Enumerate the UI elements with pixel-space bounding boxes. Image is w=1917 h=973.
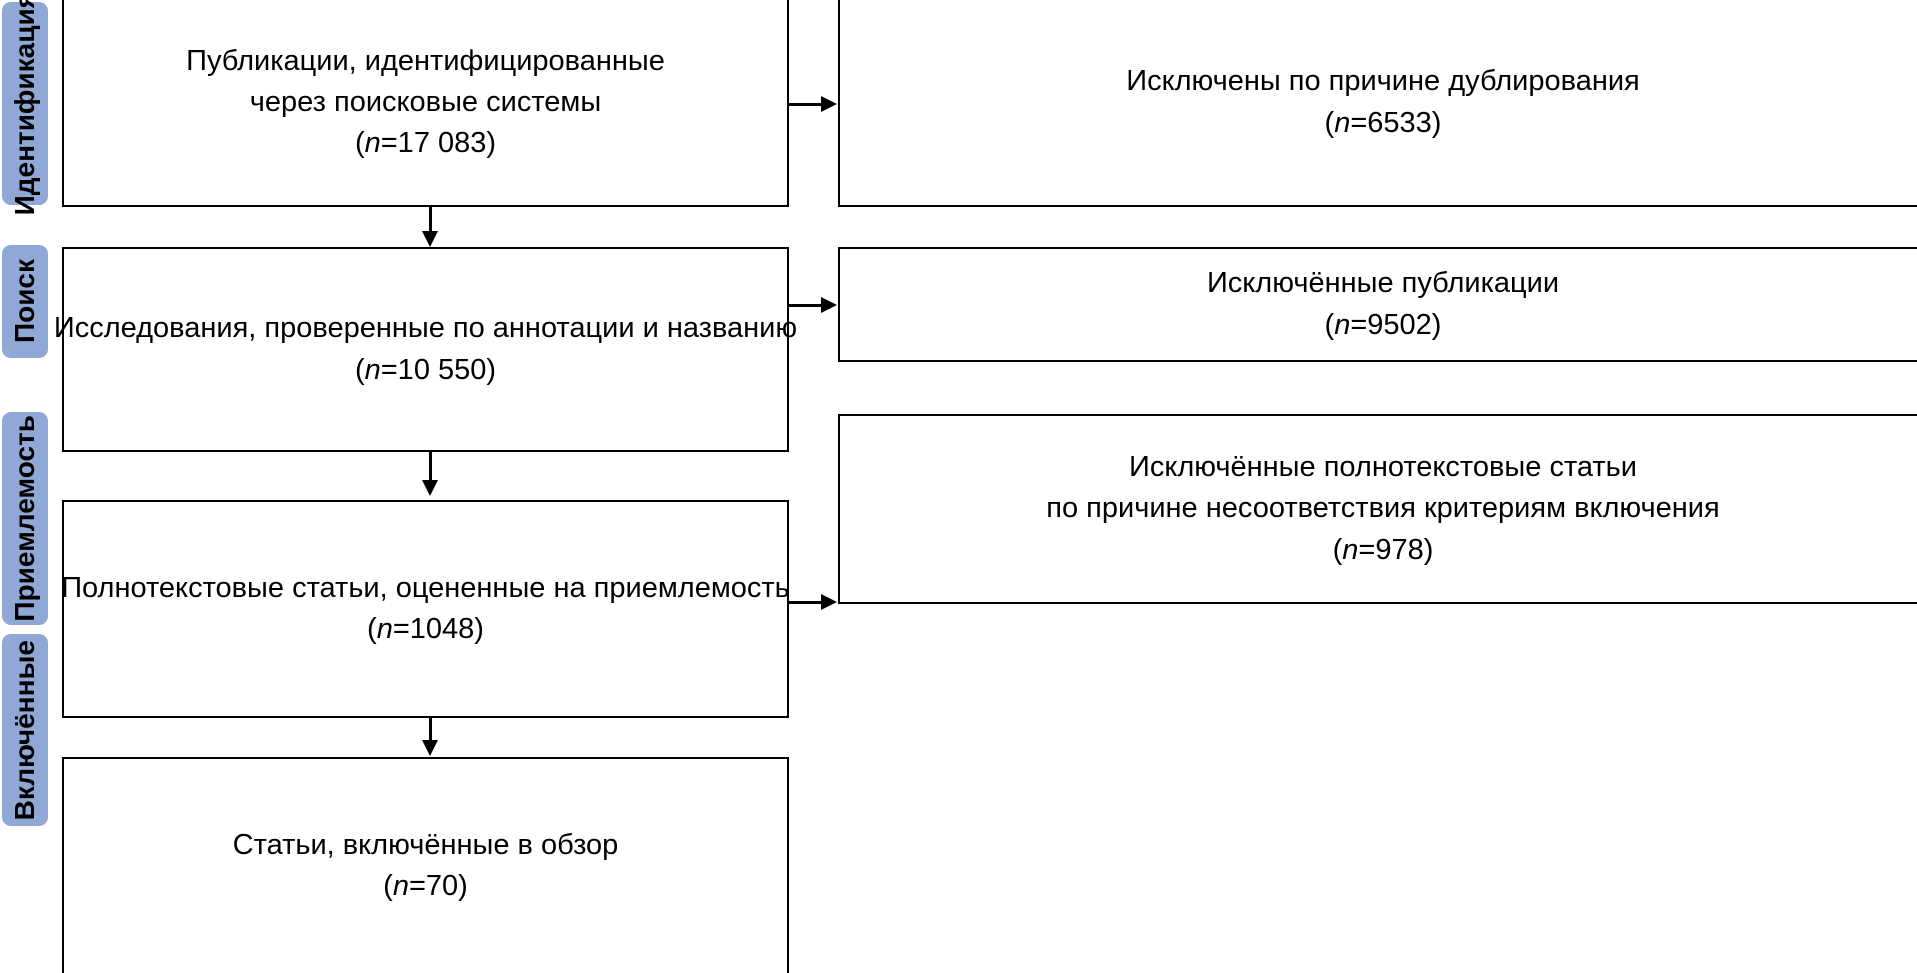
box-identification-main-line1: Публикации, идентифицированные xyxy=(186,44,665,77)
box-included-main: Статьи, включённые в обзор (n=70) xyxy=(62,757,789,973)
box-screening-excluded-line1: Исключённые публикации xyxy=(1206,267,1560,300)
box-screening-main-line1: Исследования, проверенные по аннотации и… xyxy=(53,312,798,345)
box-screening-excluded-count: (n=9502) xyxy=(1324,308,1442,341)
arrowhead-screening-to-eligibility xyxy=(422,480,438,496)
stage-label-identification: Идентификация xyxy=(2,0,48,215)
box-identification-excluded-line1: Исключены по причине дублирования xyxy=(1126,65,1640,98)
stage-label-eligibility-text: Приемлемость xyxy=(9,415,40,622)
arrowhead-eligibility-to-included xyxy=(422,740,438,756)
connector-identification-to-screening xyxy=(429,207,432,231)
stage-label-identification-text: Идентификация xyxy=(9,0,40,216)
box-eligibility-excluded-count: (n=978) xyxy=(1332,533,1434,566)
arrowhead-identification-to-screening xyxy=(422,231,438,247)
arrowhead-screening-to-excluded xyxy=(821,297,837,313)
box-identification-main: Публикации, идентифицированные через пои… xyxy=(62,0,789,207)
connector-screening-to-excluded xyxy=(789,304,821,307)
stage-label-eligibility: Приемлемость xyxy=(2,412,48,625)
connector-eligibility-to-included xyxy=(429,718,432,740)
box-eligibility-excluded-line1: Исключённые полнотекстовые статьи xyxy=(1129,451,1637,484)
box-eligibility-main-line1: Полнотекстовые статьи, оцененные на прие… xyxy=(61,571,790,604)
connector-eligibility-to-excluded xyxy=(789,601,821,604)
box-screening-main: Исследования, проверенные по аннотации и… xyxy=(54,247,797,452)
box-eligibility-main: Полнотекстовые статьи, оцененные на прие… xyxy=(61,500,790,718)
box-eligibility-excluded-line2: по причине несоответствия критериям вклю… xyxy=(1046,492,1720,525)
box-included-main-line1: Статьи, включённые в обзор xyxy=(232,828,619,861)
box-identification-excluded: Исключены по причине дублирования (n=653… xyxy=(838,0,1917,207)
stage-label-included-text: Включённые xyxy=(9,639,40,821)
connector-identification-to-excluded xyxy=(789,103,821,106)
box-identification-excluded-count: (n=6533) xyxy=(1324,106,1442,139)
box-screening-main-count: (n=10 550) xyxy=(354,353,497,386)
stage-label-screening-text: Поиск xyxy=(9,259,40,344)
connector-screening-to-eligibility xyxy=(429,452,432,480)
box-identification-main-line2: через поисковые системы xyxy=(249,85,602,118)
box-included-main-count: (n=70) xyxy=(383,870,468,902)
box-eligibility-excluded: Исключённые полнотекстовые статьи по при… xyxy=(838,414,1917,604)
box-screening-excluded: Исключённые публикации (n=9502) xyxy=(838,247,1917,362)
box-identification-main-count: (n=17 083) xyxy=(354,127,497,160)
arrowhead-eligibility-to-excluded xyxy=(821,594,837,610)
arrowhead-identification-to-excluded xyxy=(821,96,837,112)
stage-label-included: Включённые xyxy=(2,634,48,826)
box-eligibility-main-count: (n=1048) xyxy=(367,613,484,645)
stage-label-screening: Поиск xyxy=(2,245,48,358)
